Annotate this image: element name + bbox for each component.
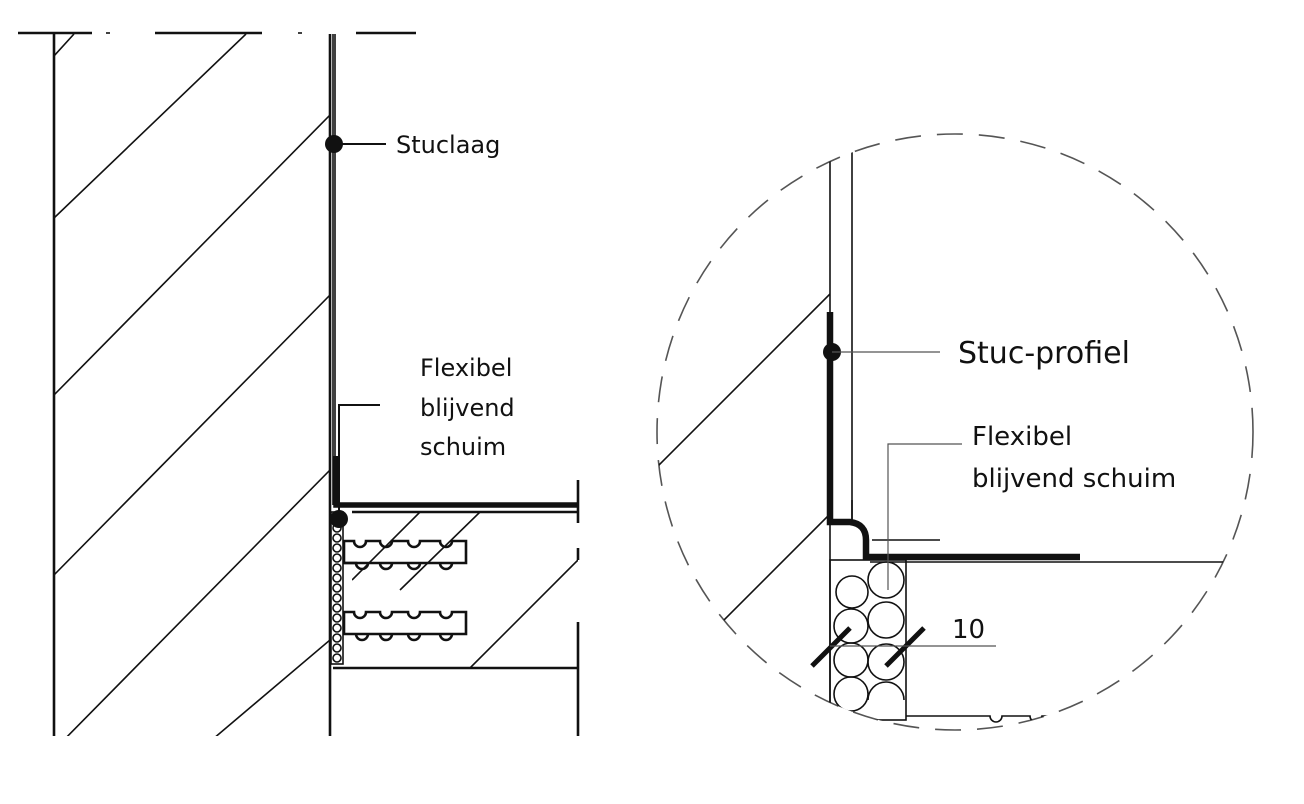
stucco-profile-left <box>333 456 578 508</box>
detail-circle <box>656 133 1254 731</box>
dimension-10 <box>810 626 996 668</box>
label-flexibel-right-2: blijvend schuim <box>972 464 1176 494</box>
stuc-profiel-leader <box>823 343 940 361</box>
label-stuclaag: Stuclaag <box>396 131 500 159</box>
flexible-foam-left <box>330 511 344 665</box>
left-section-detail: Stuclaag Flexibel blijvend schuim <box>18 31 580 736</box>
label-stuc-profiel: Stuc-profiel <box>958 336 1130 371</box>
label-flexibel-left-1: Flexibel <box>420 354 512 382</box>
label-flexibel-left-2: blijvend <box>420 394 515 422</box>
masonry-wall <box>52 34 332 736</box>
foam-leader-left <box>330 404 380 528</box>
foam-leader-right <box>887 443 962 590</box>
slab-hatching <box>352 512 578 668</box>
zoom-detail: Stuc-profiel Flexibel blijvend schuim 10 <box>656 133 1254 731</box>
plaster-layer <box>332 34 336 505</box>
label-flexibel-left-3: schuim <box>420 433 506 461</box>
floor-slab <box>333 480 580 736</box>
stucco-profile-detail <box>826 312 1230 563</box>
wall-hatching <box>54 34 330 736</box>
stuclaag-leader <box>325 135 386 153</box>
insulation-strips <box>342 539 468 642</box>
detail-wall <box>657 150 853 730</box>
label-dimension-10: 10 <box>952 615 985 645</box>
label-flexibel-right-1: Flexibel <box>972 422 1072 452</box>
